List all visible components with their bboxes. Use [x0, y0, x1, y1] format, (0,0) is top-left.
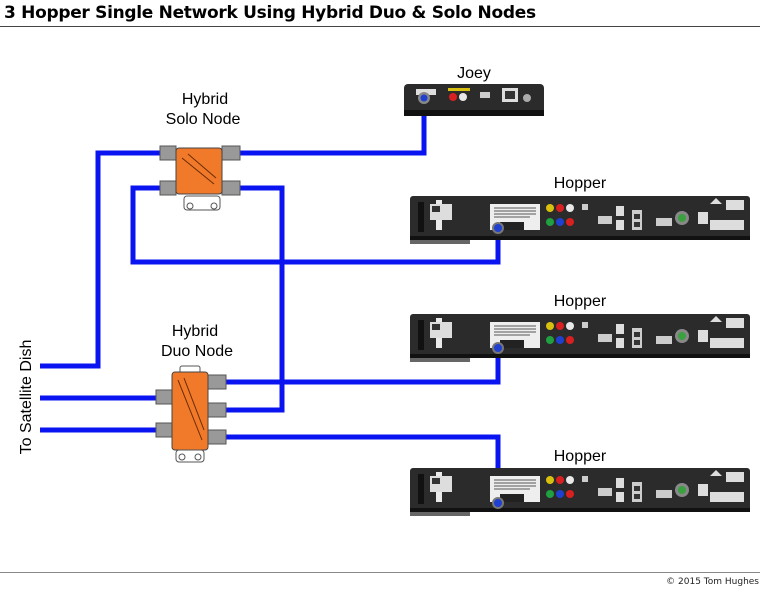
solo-node-label-line1: Hybrid	[182, 91, 228, 108]
hopper1-label: Hopper	[554, 175, 607, 192]
hopper-receiver-icon	[409, 195, 751, 245]
copyright-credit: © 2015 Tom Hughes	[666, 577, 759, 587]
cable-solo-to-joey	[236, 104, 427, 156]
solo-node-label-line2: Solo Node	[166, 111, 241, 128]
page-title: 3 Hopper Single Network Using Hybrid Duo…	[4, 3, 536, 23]
joey-receiver-icon	[404, 84, 544, 116]
duo-node-label-line1: Hybrid	[172, 323, 218, 340]
hopper2-label: Hopper	[554, 293, 607, 310]
satellite-dish-label: To Satellite Dish	[18, 340, 35, 455]
cable-solo-to-duo	[218, 185, 285, 413]
cable-duo-to-hopper2	[218, 348, 501, 385]
cable-sat1-to-solo	[40, 150, 170, 369]
hopper-receiver-icon	[409, 467, 751, 517]
title-rule	[0, 26, 760, 27]
joey-label: Joey	[457, 65, 491, 82]
hopper-receiver-icon	[409, 313, 751, 363]
cable-solo-to-hopper1	[130, 185, 501, 265]
solo-node-splitter-icon	[159, 145, 241, 211]
duo-node-splitter-icon	[155, 365, 227, 463]
footer-rule	[0, 572, 760, 573]
duo-node-label-line2: Duo Node	[161, 343, 233, 360]
hopper3-label: Hopper	[554, 448, 607, 465]
